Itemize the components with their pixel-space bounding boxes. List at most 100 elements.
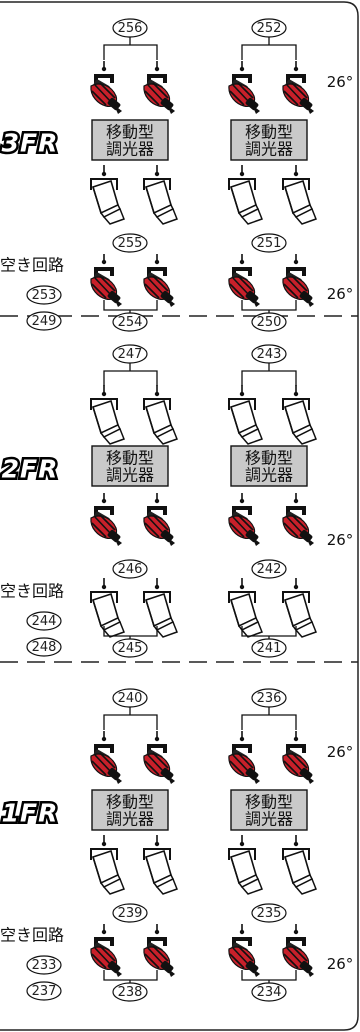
dimmer-label-line2: 調光器 bbox=[106, 810, 154, 829]
pipe-bracket bbox=[103, 714, 158, 730]
dimmer-label-line2: 調光器 bbox=[245, 810, 293, 829]
fresnel-icon bbox=[228, 834, 263, 895]
fresnel-icon bbox=[282, 577, 317, 638]
floor-group: 247移動型調光器246245243移動型調光器2422412FR空き回路244… bbox=[0, 344, 354, 658]
circuit-number: 234 bbox=[257, 985, 282, 1000]
circuit-oval bbox=[112, 312, 148, 332]
pipe-bracket bbox=[241, 714, 297, 730]
profile-spot-icon bbox=[282, 730, 315, 785]
circuit-number: 244 bbox=[32, 614, 57, 629]
circuit-oval bbox=[251, 903, 287, 923]
circuit-oval bbox=[112, 982, 148, 1002]
portable-dimmer-box bbox=[91, 445, 169, 487]
circuit-oval bbox=[251, 638, 287, 658]
circuit-number: 237 bbox=[32, 984, 57, 999]
circuit-number: 240 bbox=[118, 691, 143, 706]
beam-angle-label: 26° bbox=[327, 73, 354, 91]
floor-label: 3FR bbox=[2, 129, 59, 158]
circuit-oval bbox=[112, 233, 148, 253]
beam-angle-label: 26° bbox=[327, 531, 354, 549]
dimmer-label-line1: 移動型 bbox=[106, 449, 154, 468]
circuit-number: 233 bbox=[32, 958, 57, 973]
fresnel-icon bbox=[143, 834, 178, 895]
circuit-oval bbox=[26, 637, 62, 657]
circuit-number: 236 bbox=[257, 691, 282, 706]
profile-spot-icon bbox=[143, 492, 176, 547]
dimmer-label-line2: 調光器 bbox=[245, 140, 293, 159]
pipe-bracket bbox=[103, 300, 158, 311]
circuit-number: 246 bbox=[118, 562, 143, 577]
beam-angle-label: 26° bbox=[327, 955, 354, 973]
pipe-bracket bbox=[241, 370, 297, 386]
circuit-oval bbox=[26, 955, 62, 975]
circuit-number: 252 bbox=[257, 21, 282, 36]
fresnel-icon bbox=[228, 164, 263, 225]
circuit-number: 256 bbox=[118, 21, 143, 36]
circuit-number: 238 bbox=[118, 985, 143, 1000]
floor-group: 256移動型調光器255254252移動型調光器2512503FR空き回路253… bbox=[0, 18, 354, 332]
spare-circuit-label: 空き回路 bbox=[0, 256, 64, 275]
profile-spot-icon bbox=[90, 730, 123, 785]
portable-dimmer-box bbox=[230, 789, 308, 831]
circuit-number: 250 bbox=[257, 315, 282, 330]
fresnel-icon bbox=[228, 577, 263, 638]
floor-label: 1FR bbox=[2, 799, 59, 828]
fresnel-icon bbox=[143, 164, 178, 225]
pipe-bracket bbox=[241, 970, 297, 981]
portable-dimmer-box bbox=[230, 445, 308, 487]
profile-spot-icon bbox=[143, 253, 176, 308]
fresnel-icon bbox=[228, 384, 263, 445]
fresnel-icon bbox=[282, 384, 317, 445]
portable-dimmer-box bbox=[91, 119, 169, 161]
circuit-number: 241 bbox=[257, 641, 282, 656]
circuit-oval bbox=[112, 903, 148, 923]
circuit-number: 245 bbox=[118, 641, 143, 656]
fresnel-icon bbox=[282, 164, 317, 225]
dimmer-label-line1: 移動型 bbox=[106, 123, 154, 142]
portable-dimmer-box bbox=[230, 119, 308, 161]
spare-circuit-label: 空き回路 bbox=[0, 582, 64, 601]
floors-layer: 256移動型調光器255254252移動型調光器2512503FR空き回路253… bbox=[0, 18, 354, 1002]
circuit-number: 247 bbox=[118, 347, 143, 362]
profile-spot-icon bbox=[90, 923, 123, 978]
profile-spot-icon bbox=[90, 253, 123, 308]
dimmer-label-line2: 調光器 bbox=[106, 466, 154, 485]
profile-spot-icon bbox=[282, 923, 315, 978]
circuit-number: 254 bbox=[118, 315, 143, 330]
profile-spot-icon bbox=[228, 60, 261, 115]
circuit-number: 243 bbox=[257, 347, 282, 362]
profile-spot-icon bbox=[143, 923, 176, 978]
floor-label: 2FR bbox=[2, 455, 59, 484]
circuit-oval bbox=[112, 559, 148, 579]
circuit-number: 248 bbox=[32, 640, 57, 655]
circuit-oval bbox=[26, 611, 62, 631]
profile-spot-icon bbox=[90, 60, 123, 115]
fresnel-icon bbox=[90, 577, 125, 638]
circuit-number: 255 bbox=[118, 236, 143, 251]
profile-spot-icon bbox=[228, 730, 261, 785]
profile-spot-icon bbox=[143, 730, 176, 785]
circuit-oval bbox=[26, 311, 62, 331]
profile-spot-icon bbox=[143, 60, 176, 115]
circuit-oval bbox=[251, 312, 287, 332]
circuit-oval bbox=[112, 638, 148, 658]
circuit-number: 235 bbox=[257, 906, 282, 921]
fresnel-icon bbox=[90, 834, 125, 895]
dimmer-label-line1: 移動型 bbox=[245, 793, 293, 812]
pipe-bracket bbox=[103, 970, 158, 981]
dimmer-label-line2: 調光器 bbox=[245, 466, 293, 485]
circuit-number: 242 bbox=[257, 562, 282, 577]
fresnel-icon bbox=[143, 577, 178, 638]
circuit-oval bbox=[26, 981, 62, 1001]
portable-dimmer-box bbox=[91, 789, 169, 831]
fresnel-icon bbox=[90, 164, 125, 225]
fresnel-icon bbox=[282, 834, 317, 895]
pipe-bracket bbox=[241, 300, 297, 311]
circuit-number: 239 bbox=[118, 906, 143, 921]
circuit-number: 253 bbox=[32, 288, 57, 303]
circuit-oval bbox=[251, 982, 287, 1002]
profile-spot-icon bbox=[228, 923, 261, 978]
profile-spot-icon bbox=[282, 253, 315, 308]
circuit-number: 251 bbox=[257, 236, 282, 251]
